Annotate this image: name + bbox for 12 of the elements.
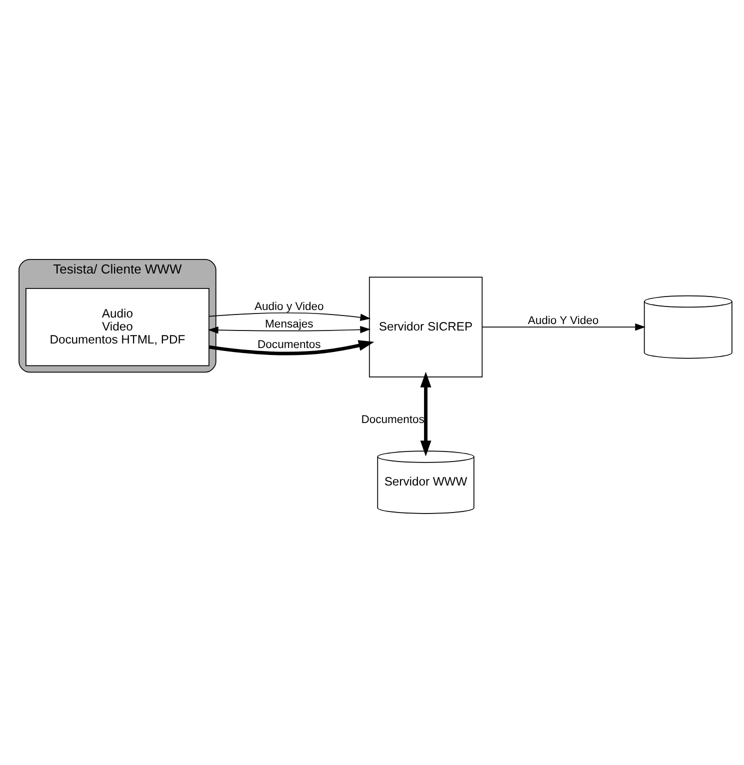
edge-label: Documentos	[361, 414, 424, 426]
arrow	[482, 322, 646, 330]
edge-label: Mensajes	[265, 318, 314, 330]
arrow	[208, 340, 374, 355]
arrow	[208, 312, 371, 321]
edge-label: Audio y Video	[254, 300, 324, 313]
edge-label: Audio Y Video	[528, 314, 599, 326]
arrow	[208, 326, 371, 334]
node-box: Servidor SICREP	[368, 276, 483, 377]
edge-label: Documentos	[258, 338, 321, 351]
arrow	[420, 371, 432, 456]
node-box: Audio Video Documentos HTML, PDF	[26, 288, 210, 366]
